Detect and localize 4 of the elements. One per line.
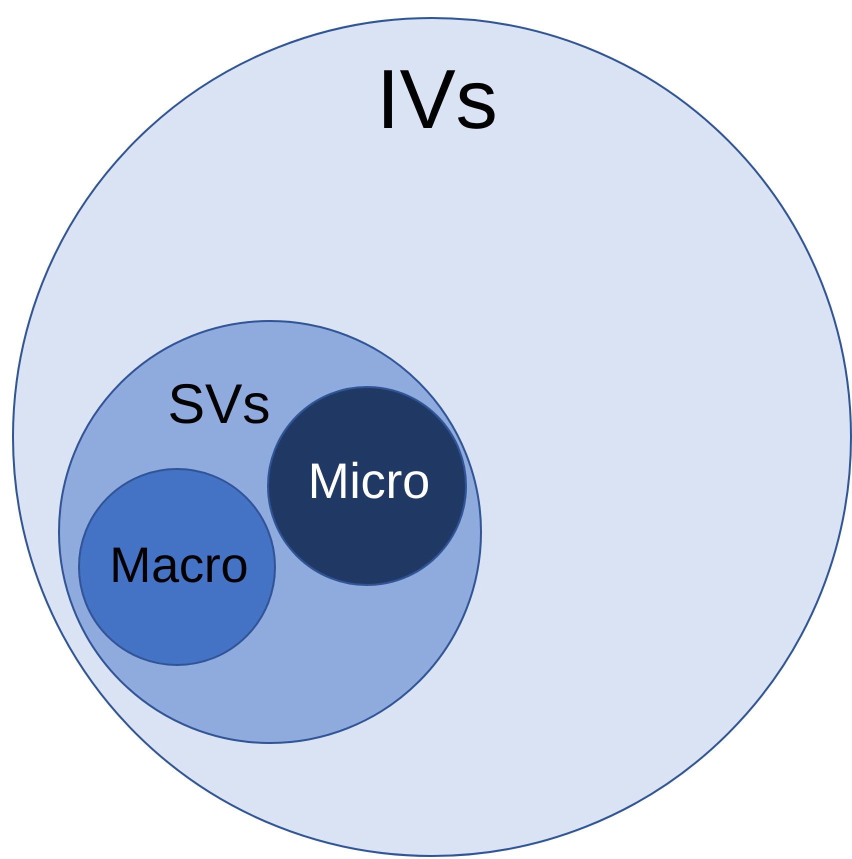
set-label: Micro xyxy=(308,456,430,506)
set-label: IVs xyxy=(376,57,498,141)
set-label: SVs xyxy=(168,376,270,432)
set-label: Macro xyxy=(110,540,248,590)
